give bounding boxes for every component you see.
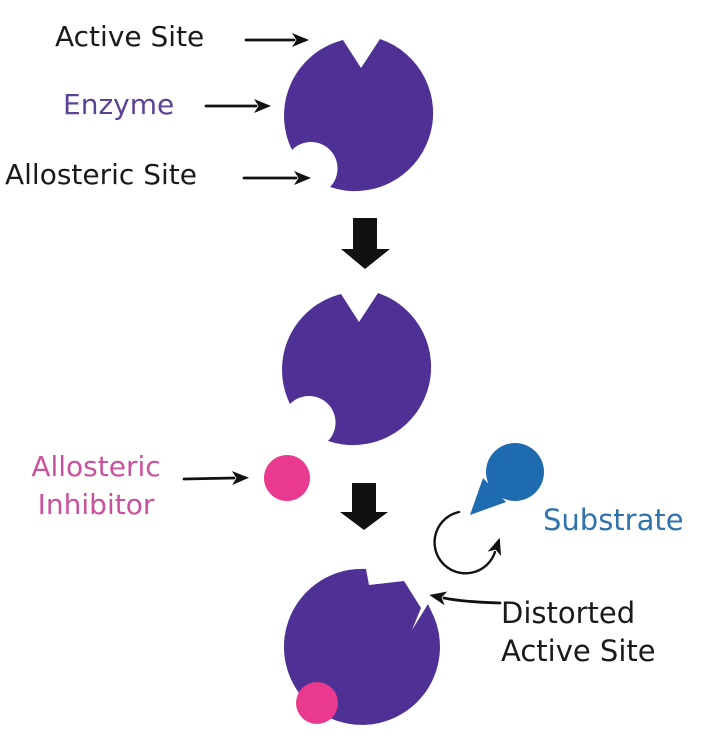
enzyme-label: Enzyme: [63, 88, 175, 121]
active-site-label: Active Site: [55, 20, 205, 53]
down-arrow-2: [340, 483, 388, 530]
distorted-active-site-arrow: [429, 591, 502, 606]
distorted-active-site-label-line1: Distorted: [501, 596, 636, 630]
substrate-body: [486, 443, 544, 501]
allosteric-inhibitor-arrow: [182, 471, 249, 486]
substrate-bounce-arrow: [433, 510, 502, 575]
substrate-tail: [470, 478, 506, 515]
substrate-molecule: [470, 443, 544, 515]
distorted-active-site-label-line2: Active Site: [501, 634, 656, 668]
enzyme-shape-top: [284, 39, 434, 192]
distorted-active-site-label: Distorted Active Site: [501, 594, 656, 670]
allosteric-site-label: Allosteric Site: [5, 158, 197, 191]
allosteric-inhibitor-label: Allosteric Inhibitor: [8, 448, 184, 524]
allosteric-inhibitor-label-line2: Inhibitor: [37, 488, 155, 521]
substrate-label: Substrate: [543, 503, 684, 537]
bound-inhibitor-molecule: [296, 682, 338, 724]
allosteric-inhibitor-label-line1: Allosteric: [31, 450, 161, 483]
enzyme-shape-middle: [282, 293, 432, 446]
down-arrow-1: [341, 218, 390, 269]
allosteric-inhibitor-molecule: [264, 455, 310, 501]
